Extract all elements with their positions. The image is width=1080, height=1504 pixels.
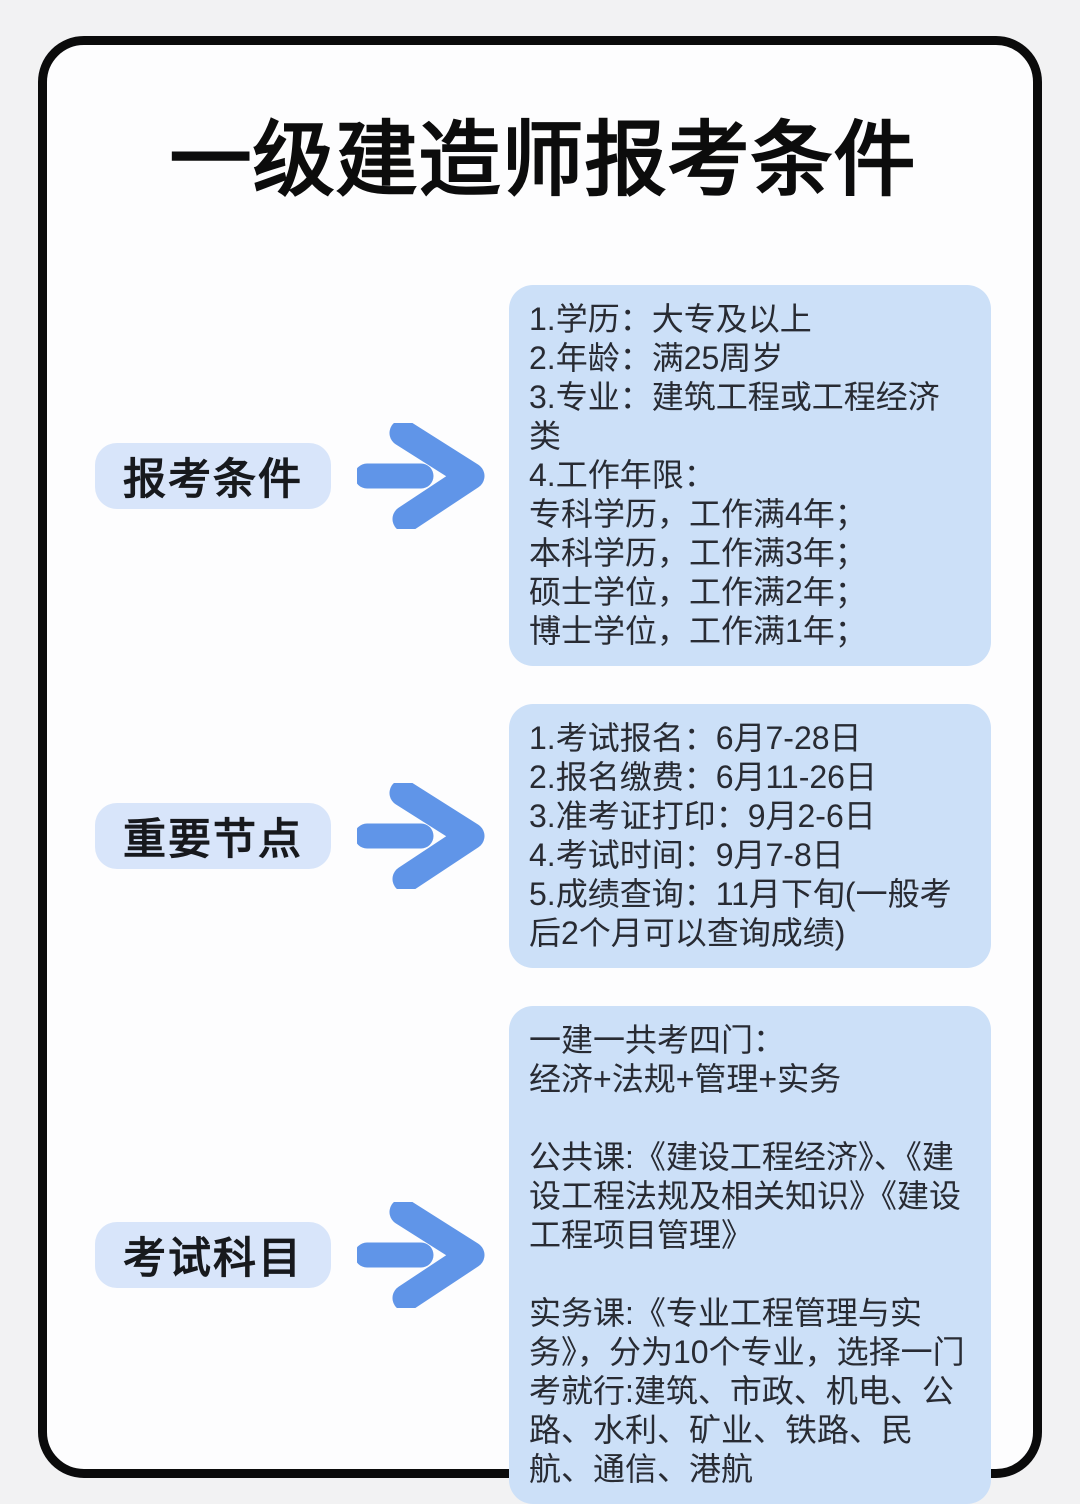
box-text-milestones: 1.考试报名：6月7-28日 2.报名缴费：6月11-26日 3.准考证打印：9… xyxy=(529,720,952,951)
row-requirements: 报考条件 1.学历：大专及以上 2.年龄：满25周岁 3.专业：建筑工程或工程经… xyxy=(95,285,991,666)
arrow-right-icon xyxy=(357,783,499,889)
box-text-subjects: 一建一共考四门： 经济+法规+管理+实务 公共课:《建设工程经济》、《建设工程法… xyxy=(529,1022,965,1487)
pill-label: 报考条件 xyxy=(123,455,303,504)
row-subjects: 考试科目 一建一共考四门： 经济+法规+管理+实务 公共课:《建设工程经济》、《… xyxy=(95,1006,991,1504)
rows-container: 报考条件 1.学历：大专及以上 2.年龄：满25周岁 3.专业：建筑工程或工程经… xyxy=(95,285,991,1504)
label-pill-subjects: 考试科目 xyxy=(95,1222,331,1288)
arrow-right-icon xyxy=(357,422,499,529)
content-box-requirements: 1.学历：大专及以上 2.年龄：满25周岁 3.专业：建筑工程或工程经济类 4.… xyxy=(509,285,991,666)
pill-label: 重要节点 xyxy=(123,816,303,864)
label-pill-requirements: 报考条件 xyxy=(95,442,331,509)
box-text-requirements: 1.学历：大专及以上 2.年龄：满25周岁 3.专业：建筑工程或工程经济类 4.… xyxy=(529,301,940,649)
content-box-milestones: 1.考试报名：6月7-28日 2.报名缴费：6月11-26日 3.准考证打印：9… xyxy=(509,704,991,968)
row-milestones: 重要节点 1.考试报名：6月7-28日 2.报名缴费：6月11-26日 3.准考… xyxy=(95,704,991,968)
info-card: 一级建造师报考条件 报考条件 1.学历：大专及以上 2.年龄：满25周岁 3.专… xyxy=(38,36,1042,1504)
label-pill-milestones: 重要节点 xyxy=(95,803,331,869)
page-title: 一级建造师报考条件 xyxy=(169,115,917,206)
arrow-right-icon xyxy=(357,1202,499,1308)
content-box-subjects: 一建一共考四门： 经济+法规+管理+实务 公共课:《建设工程经济》、《建设工程法… xyxy=(509,1006,991,1504)
pill-label: 考试科目 xyxy=(123,1235,303,1283)
